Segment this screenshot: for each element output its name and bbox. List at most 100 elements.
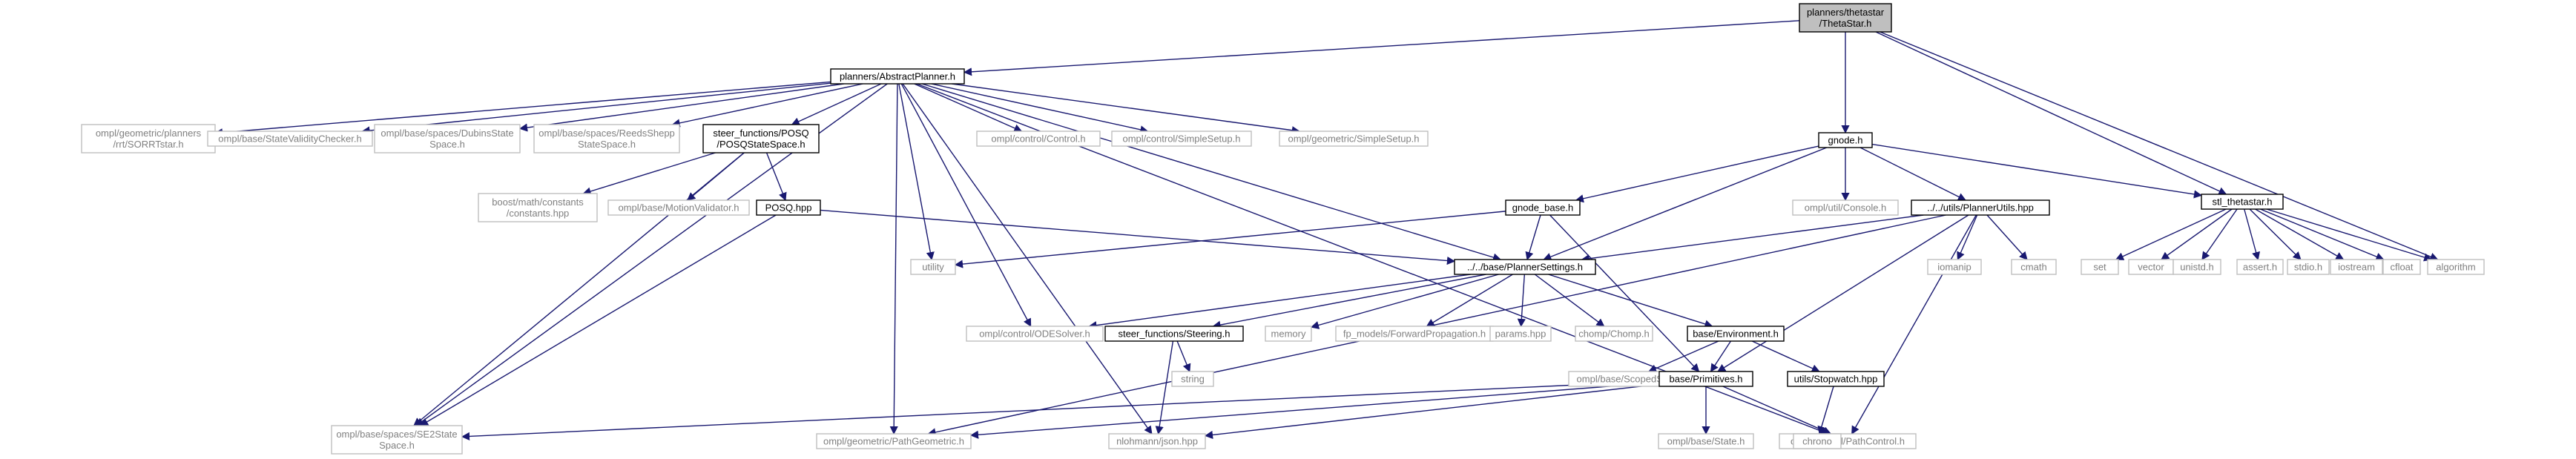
node-label: vector xyxy=(2138,262,2164,273)
node-label: ompl/util/Console.h xyxy=(1805,202,1887,214)
edge-posq_state_space-to-posq_hpp xyxy=(765,152,787,202)
node-label: ompl/base/spaces/SE2State xyxy=(336,429,457,440)
node-box xyxy=(1108,433,1206,449)
node-box xyxy=(1171,371,1214,387)
edge-planner_settings-to-forward_propagation xyxy=(1426,274,1513,327)
edge-abstract_planner-to-dubins xyxy=(518,83,844,132)
node-posq_hpp[interactable]: POSQ.hpp xyxy=(756,199,821,216)
node-label: chrono xyxy=(1802,436,1832,447)
node-box xyxy=(1927,259,1982,275)
node-memory: memory xyxy=(1265,326,1312,342)
node-stopwatch[interactable]: utils/Stopwatch.hpp xyxy=(1787,371,1885,387)
node-box xyxy=(976,131,1101,147)
node-environment[interactable]: base/Environment.h xyxy=(1687,326,1785,342)
node-control_h: ompl/control/Control.h xyxy=(976,131,1101,147)
node-label: nlohmann/json.hpp xyxy=(1116,436,1198,447)
edge-stl_thetastar-to-unistd xyxy=(2201,208,2238,260)
node-label: ompl/geometric/planners xyxy=(96,128,202,139)
node-boost_constants: boost/math/constants/constants.hpp xyxy=(478,193,598,222)
edge-planner_settings-to-memory xyxy=(1310,274,1499,329)
node-box xyxy=(2173,259,2221,275)
edge-abstract_planner-to-json xyxy=(902,83,1153,435)
node-label: /ThetaStar.h xyxy=(1819,18,1872,29)
node-box xyxy=(2201,194,2284,210)
node-abstract_planner[interactable]: planners/AbstractPlanner.h xyxy=(830,68,965,85)
node-label: gnode_base.h xyxy=(1512,202,1573,214)
node-iostream: iostream xyxy=(2330,259,2383,275)
node-box xyxy=(1799,3,1892,33)
edge-planner_utils-to-path_control xyxy=(1851,214,1977,435)
node-label: params.hpp xyxy=(1495,328,1546,340)
node-utility: utility xyxy=(910,259,956,275)
node-box xyxy=(2236,259,2284,275)
node-box xyxy=(607,199,750,216)
edge-abstract_planner-to-control_h xyxy=(914,83,1023,133)
node-string: string xyxy=(1171,371,1214,387)
edge-planner_utils-to-cmath xyxy=(1986,214,2028,260)
edge-stl_thetastar-to-assert xyxy=(2244,208,2261,261)
node-box xyxy=(2330,259,2383,275)
edge-abstract_planner-to-posq_state_space xyxy=(791,83,882,125)
node-chrono: chrono xyxy=(1793,433,1842,449)
node-label: StateSpace.h xyxy=(578,139,636,150)
node-algorithm: algorithm xyxy=(2427,259,2485,275)
node-label: string xyxy=(1181,374,1205,385)
node-stl_thetastar[interactable]: stl_thetastar.h xyxy=(2201,194,2284,210)
node-label: ompl/base/MotionValidator.h xyxy=(618,202,739,214)
node-box xyxy=(207,131,373,147)
edge-gnode-to-gnode_base xyxy=(1575,145,1819,203)
edge-planner_utils-to-primitives xyxy=(1717,214,1969,372)
edge-stl_thetastar-to-iostream xyxy=(2255,208,2345,260)
edge-abstract_planner-to-sorrtstar xyxy=(214,81,831,137)
edge-planner_utils-to-iomanip xyxy=(1957,214,1978,261)
edge-stl_thetastar-to-algorithm xyxy=(2266,208,2433,262)
node-label: iomanip xyxy=(1937,262,1971,273)
edge-stl_thetastar-to-stdio xyxy=(2249,208,2302,260)
node-box xyxy=(81,124,216,153)
edge-stopwatch-to-chrono xyxy=(1817,386,1834,435)
node-planner_utils[interactable]: ../../utils/PlannerUtils.hpp xyxy=(1911,199,2050,216)
node-gnode[interactable]: gnode.h xyxy=(1818,132,1873,148)
edge-abstract_planner-to-reedsshepp xyxy=(671,83,863,128)
node-label: ../../utils/PlannerUtils.hpp xyxy=(1927,202,2034,214)
node-label: memory xyxy=(1271,328,1306,340)
edge-planner_settings-to-params xyxy=(1517,274,1526,328)
node-box xyxy=(478,193,598,222)
node-box xyxy=(1787,371,1885,387)
node-label: steer_functions/Steering.h xyxy=(1118,328,1230,340)
node-posq_state_space[interactable]: steer_functions/POSQ/POSQStateSpace.h xyxy=(702,124,820,153)
node-box xyxy=(1818,132,1873,148)
edge-abstract_planner-to-se2 xyxy=(415,83,888,426)
node-label: ompl/base/spaces/ReedsShepp xyxy=(538,128,675,139)
node-label: Space.h xyxy=(379,440,415,451)
node-vector: vector xyxy=(2128,259,2174,275)
node-label: base/Environment.h xyxy=(1693,328,1779,340)
node-steering[interactable]: steer_functions/Steering.h xyxy=(1104,326,1244,342)
node-box xyxy=(1575,326,1653,342)
node-label: planners/thetastar xyxy=(1807,7,1885,18)
node-planner_settings[interactable]: ../../base/PlannerSettings.h xyxy=(1454,259,1596,275)
edge-planner_settings-to-ode_solver xyxy=(1088,274,1471,330)
edge-posq_hpp-to-se2 xyxy=(420,214,777,426)
node-box xyxy=(830,68,965,85)
node-label: boost/math/constants xyxy=(492,197,584,208)
edges-layer xyxy=(214,20,2439,441)
node-control_simple_setup: ompl/control/SimpleSetup.h xyxy=(1111,131,1252,147)
node-label: stl_thetastar.h xyxy=(2213,197,2273,208)
node-iomanip: iomanip xyxy=(1927,259,1982,275)
node-box xyxy=(2382,259,2421,275)
node-label: chomp/Chomp.h xyxy=(1578,328,1649,340)
node-cmath: cmath xyxy=(2011,259,2057,275)
node-label: utils/Stopwatch.hpp xyxy=(1794,374,1878,385)
edge-abstract_planner-to-ode_solver xyxy=(900,83,1032,327)
edge-stl_thetastar-to-set xyxy=(2115,208,2227,260)
node-root[interactable]: planners/thetastar/ThetaStar.h xyxy=(1799,3,1892,33)
node-gnode_base[interactable]: gnode_base.h xyxy=(1505,199,1581,216)
node-primitives[interactable]: base/Primitives.h xyxy=(1658,371,1753,387)
node-box xyxy=(1687,326,1785,342)
edge-posq_state_space-to-se2 xyxy=(413,152,745,426)
edge-abstract_planner-to-geometric_simple_setup xyxy=(952,83,1300,135)
node-console: ompl/util/Console.h xyxy=(1792,199,1899,216)
node-label: steer_functions/POSQ xyxy=(713,128,808,139)
